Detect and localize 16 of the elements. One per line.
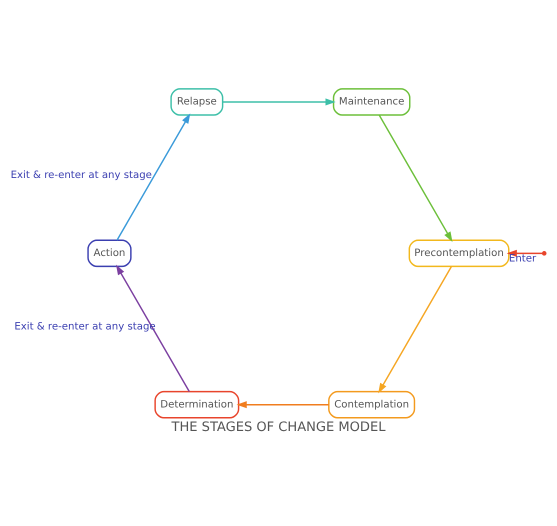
node-box: Precontemplation [408,239,510,267]
arrow [116,264,190,392]
arrow [378,266,452,393]
arrow [236,400,329,408]
node-box: Action [87,239,132,267]
node-box: Contemplation [328,390,416,418]
node-box: Relapse [170,88,224,116]
node-box: Maintenance [332,88,410,116]
arrow [222,98,336,106]
node-box: Determination [154,390,240,418]
diagram-title: THE STAGES OF CHANGE MODEL [172,420,386,435]
edge-label: Exit & re-enter at any stage [10,170,152,181]
edge-label: Enter [508,252,536,264]
arrow [116,112,190,240]
arrow [506,249,542,256]
arrow [378,114,452,242]
